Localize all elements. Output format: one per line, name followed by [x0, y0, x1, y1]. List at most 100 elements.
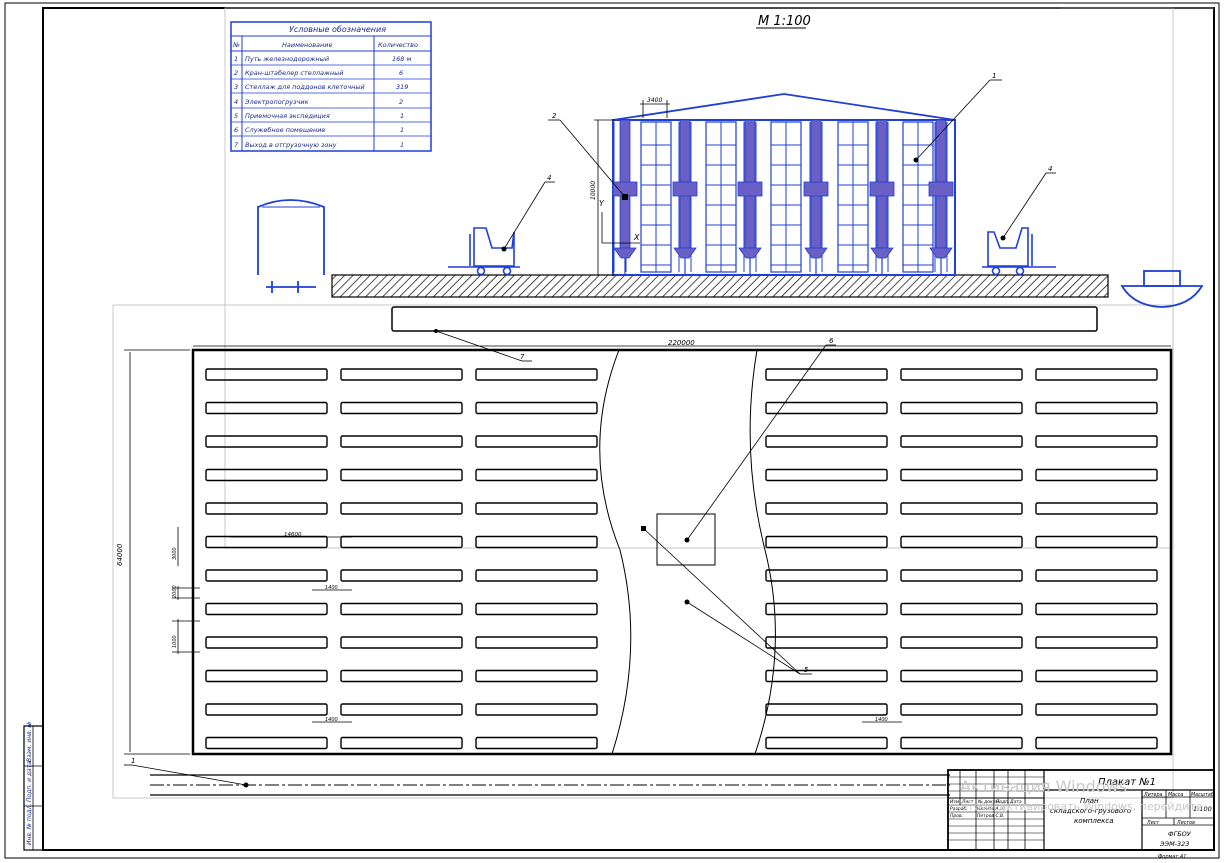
plan-rack: [1035, 736, 1158, 750]
plan-rack: [340, 703, 463, 716]
tb-chk-name: Петров С.В.: [977, 813, 1005, 819]
callout-1b: 1: [131, 757, 135, 765]
legend-row-name: Электропогрузчик: [244, 98, 309, 106]
legend-row-qty: 2: [399, 98, 403, 106]
sheet-border: [4, 2, 1220, 859]
plan-rack: [765, 535, 888, 549]
plan-rack: [900, 401, 1023, 415]
railway-track: [150, 774, 950, 796]
plan-rack: [765, 435, 888, 448]
legend-row-name: Служебное помещение: [245, 126, 325, 134]
title-sheet: Лист: [1146, 820, 1159, 826]
plan-rack: [765, 736, 888, 750]
title-col-lit: Литера: [1143, 792, 1163, 798]
callout-2: 2: [552, 112, 557, 120]
crane-base: [673, 247, 697, 259]
plan-rack: [900, 703, 1023, 716]
dim-rack-length: 14600: [284, 532, 302, 538]
plan-rack: [900, 502, 1023, 515]
plan-rack: [765, 602, 888, 616]
plan-rack: [475, 703, 598, 716]
forklift-left: [448, 227, 520, 276]
plan-rack: [340, 736, 463, 750]
title-scale-value: 1:100: [1193, 805, 1212, 813]
overlay-frame-2: [112, 304, 1174, 799]
title-poster: Плакат №1: [1098, 777, 1156, 788]
callout-dots: [243, 157, 1006, 788]
title-desc-2: складского-грузового: [1050, 807, 1131, 815]
dim-bay-width: 3400: [647, 97, 662, 104]
plan-rack: [475, 368, 598, 381]
scale-label: М 1:100: [758, 14, 811, 29]
plan-rack: [475, 669, 598, 683]
side-stamp-1: Инв. № подл.: [26, 804, 33, 845]
plan-rack: [765, 703, 888, 716]
plan-rack: [900, 435, 1023, 448]
crane-base: [613, 247, 637, 259]
legend-row-num: 1: [234, 55, 238, 63]
legend-header-num: №: [232, 41, 240, 49]
tb-row-label-3: № докум.: [977, 799, 1000, 805]
dim-aisle-a: 3000: [172, 547, 178, 560]
plan-rack: [475, 502, 598, 515]
plan-rack: [340, 435, 463, 448]
crane-base: [870, 247, 894, 259]
plan-rack: [765, 401, 888, 415]
watermark-line-1: Активация Windows: [960, 777, 1127, 796]
title-block: [947, 769, 1215, 851]
legend-row-qty: 168 м: [392, 55, 411, 63]
plan-rack: [900, 602, 1023, 616]
crane-base: [738, 247, 762, 259]
side-stamp-3: Взам. инв. №: [26, 721, 33, 762]
tb-dev-name: Иванов А.П.: [977, 806, 1005, 812]
dim-gap-3: 1400: [875, 717, 888, 723]
plan-rack: [205, 669, 328, 683]
plan-rack: [765, 468, 888, 482]
crane-base: [804, 247, 828, 259]
legend-row-name: Кран-штабелер стеллажный: [245, 69, 344, 77]
plan-rack: [205, 569, 328, 582]
legend-title: Условные обозначения: [289, 25, 386, 34]
legend-row-name: Приемочная экспедиция: [245, 112, 330, 120]
crane-carriage: [803, 181, 829, 197]
loading-ramp: [391, 306, 1098, 332]
plan-rack: [475, 636, 598, 649]
plan-rack: [205, 468, 328, 482]
title-col-mass: Масса: [1168, 792, 1183, 798]
legend-table: Условные обозначения № Наименование Коли…: [230, 21, 432, 152]
plan-rack: [475, 569, 598, 582]
legend-row-num: 3: [234, 83, 238, 91]
callout-4: 4: [547, 174, 551, 182]
callout-7: 7: [520, 353, 525, 361]
plan-rack: [475, 468, 598, 482]
boat: [1120, 270, 1204, 308]
plan-rack: [1035, 368, 1158, 381]
plan-rack: [900, 368, 1023, 381]
plan-rack: [900, 569, 1023, 582]
plan-rack: [765, 569, 888, 582]
plan-rack: [340, 569, 463, 582]
crane-carriage: [672, 181, 698, 197]
plan-rack: [205, 502, 328, 515]
warehouse-plan: [191, 348, 1173, 756]
plan-rack: [340, 401, 463, 415]
legend-header-name: Наименование: [282, 41, 333, 49]
title-org-1: ФГБОУ: [1168, 830, 1192, 838]
watermark-line-2: Чтобы активировать Windows, перейдите: [960, 800, 1203, 813]
plan-rack: [900, 636, 1023, 649]
plan-rack: [340, 669, 463, 683]
plan-rack: [1035, 401, 1158, 415]
plan-rack: [475, 435, 598, 448]
callout-1: 1: [992, 72, 996, 80]
title-desc-3: комплекса: [1074, 817, 1114, 825]
office-room: [656, 513, 716, 566]
plan-rack: [205, 602, 328, 616]
plan-rack: [1035, 703, 1158, 716]
dim-aisle-b: 2000: [172, 585, 178, 598]
legend-row-qty: 1: [400, 126, 404, 134]
plan-rack: [340, 468, 463, 482]
legend-row-num: 5: [234, 112, 238, 120]
tb-developed: Разраб.: [950, 806, 968, 812]
crane-base: [929, 247, 953, 259]
plan-rack: [340, 636, 463, 649]
